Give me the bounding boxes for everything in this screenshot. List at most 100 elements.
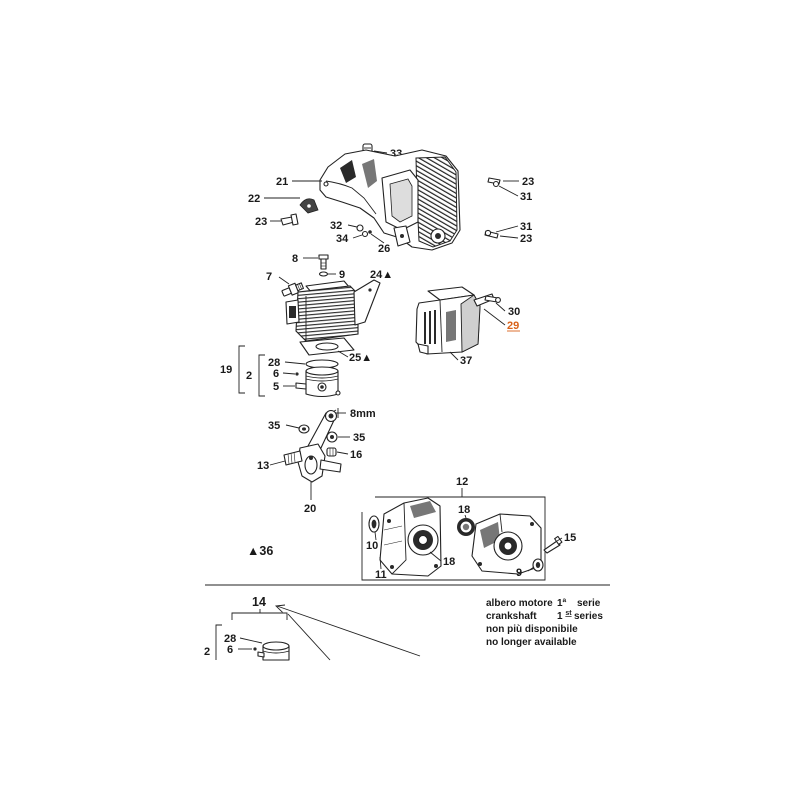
rod-small-end-bore bbox=[328, 413, 334, 419]
muffler-slot bbox=[429, 311, 431, 344]
case-left-bore-center bbox=[417, 534, 429, 546]
bearing-body bbox=[326, 447, 337, 457]
pin-clip-6b bbox=[335, 390, 341, 396]
washer-hole bbox=[330, 435, 334, 439]
washer-9-top bbox=[318, 271, 329, 277]
cover-tab-hole bbox=[400, 234, 404, 238]
muffler-tab bbox=[417, 343, 429, 355]
case-left-hole bbox=[434, 564, 438, 568]
callout-35-left: 35 bbox=[268, 420, 280, 432]
case-left-edge bbox=[391, 502, 407, 575]
leader-28-bottom bbox=[239, 637, 263, 644]
oil-seal-10 bbox=[368, 515, 380, 533]
cylinder-body bbox=[295, 285, 359, 342]
crankcase-half-right bbox=[471, 513, 542, 575]
dimension-label: 8mm bbox=[350, 408, 376, 420]
bolt-shank bbox=[320, 258, 327, 270]
pointer-arrowhead bbox=[275, 604, 286, 613]
cylinder-mount-plate bbox=[353, 279, 381, 326]
crank-shaft-right bbox=[319, 459, 342, 473]
callout-22: 22 bbox=[248, 193, 260, 205]
callout-11: 11 bbox=[375, 569, 387, 581]
piston-pin bbox=[295, 382, 307, 390]
leader-31-right bbox=[495, 225, 519, 233]
leader-10 bbox=[374, 531, 377, 541]
piston-partial-crown bbox=[262, 641, 290, 651]
screw-head bbox=[290, 213, 299, 226]
leader-16 bbox=[336, 451, 349, 455]
spark-plug-7 bbox=[281, 282, 305, 297]
case-left-hole bbox=[387, 519, 391, 523]
leader-23-right bbox=[499, 235, 519, 239]
leader-26 bbox=[370, 233, 385, 244]
case-left-rib bbox=[383, 525, 403, 531]
bracket-2-bottom bbox=[215, 624, 222, 660]
leader-7 bbox=[278, 276, 290, 285]
bolt-head bbox=[318, 254, 329, 260]
note-line-2-text: crankshaft bbox=[486, 611, 537, 622]
plug-thread-line bbox=[297, 284, 301, 291]
callout-12: 12 bbox=[456, 476, 468, 488]
washer-hole bbox=[302, 427, 306, 431]
case-left-rib bbox=[383, 540, 403, 546]
leader-25 bbox=[337, 350, 349, 358]
leader-29 bbox=[483, 308, 506, 326]
callout-15: 15 bbox=[564, 532, 576, 544]
pointer-arrow-14 bbox=[275, 604, 421, 661]
clip-22-hole bbox=[307, 204, 311, 208]
leader-37 bbox=[449, 351, 459, 361]
leader-31-top-right bbox=[498, 185, 519, 197]
piston-partial bbox=[257, 641, 290, 661]
oil-seal-9 bbox=[532, 558, 544, 572]
note-line-3: non più disponibile bbox=[486, 624, 578, 635]
leader-35-left bbox=[285, 424, 300, 429]
leader-6 bbox=[282, 372, 296, 375]
group-12-frame bbox=[361, 496, 546, 581]
washer-31-right bbox=[484, 229, 492, 237]
pin-clip-6 bbox=[295, 372, 299, 376]
piston-ring-groove bbox=[305, 375, 339, 379]
callout-28: 28 bbox=[268, 357, 280, 369]
crankshaft-20 bbox=[283, 409, 342, 483]
note-line-1-word: serie bbox=[577, 598, 601, 609]
note-line-2: crankshaft 1 st series bbox=[486, 607, 603, 622]
note-line-2-ordinal-sup: st bbox=[565, 610, 572, 617]
shaft-thread bbox=[293, 451, 296, 463]
bracket-14 bbox=[231, 612, 288, 620]
screw-23-right bbox=[484, 229, 499, 239]
callout-25: 25▲ bbox=[349, 352, 372, 364]
callout-28-bottom: 28 bbox=[224, 633, 236, 645]
callout-26: 26 bbox=[378, 243, 390, 255]
piston-crown bbox=[305, 366, 339, 376]
callout-37: 37 bbox=[460, 355, 472, 367]
note-line-2-word: series bbox=[574, 611, 603, 622]
shaft-thread bbox=[290, 452, 293, 464]
screw-23-left bbox=[280, 213, 299, 226]
bearing-washer-35-right bbox=[326, 431, 338, 443]
gasket-25 bbox=[299, 337, 355, 356]
case-right-hole bbox=[530, 522, 534, 526]
callout-14: 14 bbox=[252, 595, 266, 609]
bolt-8 bbox=[318, 254, 329, 270]
case-right-hole bbox=[478, 562, 482, 566]
leader-18-bottom bbox=[429, 551, 442, 562]
callout-32: 32 bbox=[330, 220, 342, 232]
callout-18-bottom: 18 bbox=[443, 556, 455, 568]
note-line-1: albero motore 1ª serie bbox=[486, 598, 601, 609]
callout-6: 6 bbox=[273, 368, 279, 380]
leader-32 bbox=[347, 224, 358, 228]
leader-30 bbox=[495, 302, 506, 312]
leader-13 bbox=[269, 460, 286, 466]
callout-30: 30 bbox=[508, 306, 520, 318]
callout-19: 19 bbox=[220, 364, 232, 376]
note-line-1-text: albero motore bbox=[486, 598, 553, 609]
cover-edge bbox=[325, 180, 377, 215]
callout-21: 21 bbox=[276, 176, 288, 188]
callout-23-left: 23 bbox=[255, 216, 267, 228]
seal-center bbox=[371, 519, 377, 529]
callout-2-bottom: 2 bbox=[204, 646, 210, 658]
pointer-line-long bbox=[276, 605, 421, 657]
callout-9-bottom: 9 bbox=[516, 567, 522, 579]
bearing-washer-35-left bbox=[298, 424, 310, 434]
bearing-inner bbox=[462, 523, 470, 531]
